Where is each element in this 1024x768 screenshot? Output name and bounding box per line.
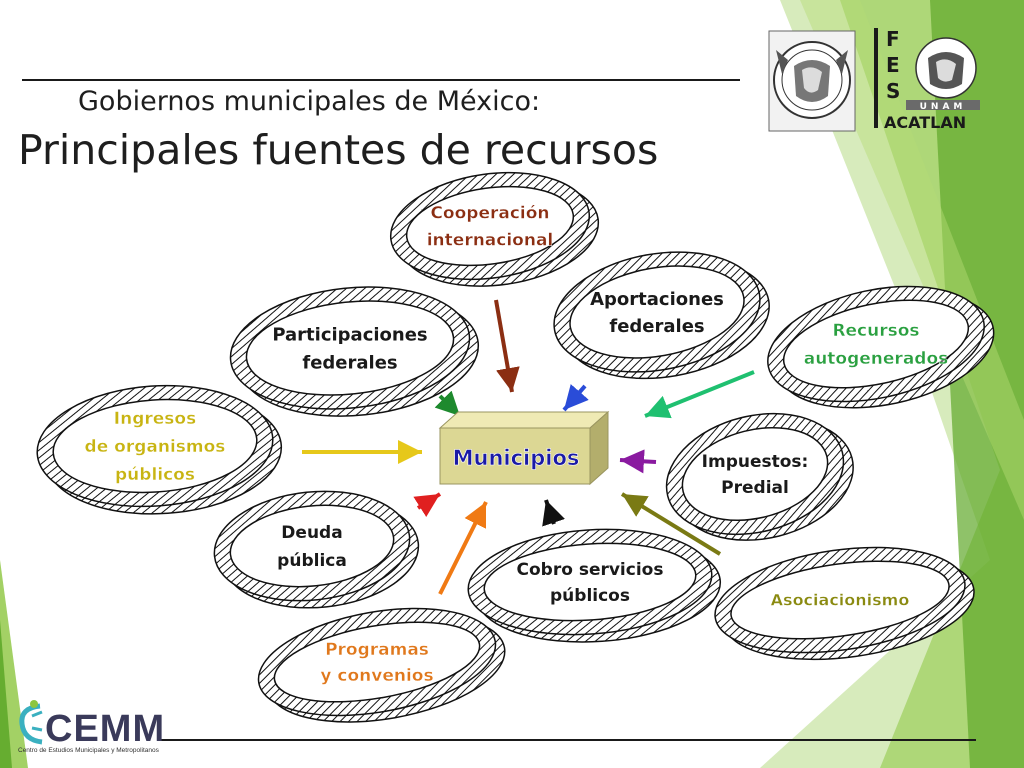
- node-inner: [229, 504, 395, 588]
- title-rule: [22, 79, 740, 81]
- node-label-impuestos: Impuestos: Predial: [702, 452, 809, 498]
- node-label-recursos: Recursos autogenerados: [804, 321, 949, 369]
- node-label-line: Recursos: [832, 321, 919, 341]
- center-node-municipios: Municipios: [438, 410, 610, 486]
- unam-label: UNAM: [920, 102, 967, 112]
- fes-letter-f: F: [886, 27, 900, 51]
- source-node-cooperacion: [389, 171, 600, 287]
- node-label-line: públicos: [115, 465, 195, 485]
- node-label-line: Cobro servicios: [517, 560, 664, 580]
- arrow-asociacionismo: [620, 492, 722, 556]
- node-label-line: Deuda: [281, 523, 342, 543]
- node-label-deuda: Deuda pública: [277, 523, 347, 571]
- node-label-line: autogenerados: [804, 349, 949, 369]
- unam-seal-logo: [768, 30, 856, 132]
- node-label-line: Cooperación: [430, 203, 549, 223]
- node-label-line: Predial: [721, 478, 789, 498]
- arrow-cobro: [542, 499, 565, 527]
- node-inner: [483, 542, 697, 622]
- source-node-participaciones: [229, 286, 480, 417]
- source-node-cobro: [467, 528, 722, 643]
- node-label-line: de organismos: [85, 437, 226, 457]
- fes-letter-s: S: [886, 79, 900, 103]
- node-inner: [681, 426, 829, 522]
- cemm-wordmark: CEMM: [45, 708, 166, 750]
- node-label-line: Asociacionismo: [771, 591, 910, 610]
- node-inner: [782, 299, 970, 389]
- arrow-impuestos: [619, 449, 657, 474]
- arrow-aportaciones: [562, 384, 589, 412]
- source-node-aportaciones: [553, 251, 770, 380]
- center-label: Municipios: [453, 446, 580, 470]
- footer-rule: [158, 739, 976, 741]
- source-node-impuestos: [665, 412, 854, 541]
- node-label-line: federales: [302, 352, 397, 373]
- node-label-line: públicos: [550, 586, 630, 606]
- node-label-cobro: Cobro servicios públicos: [517, 560, 664, 606]
- node-label-line: Programas: [325, 640, 429, 660]
- node-label-asociacionismo: Asociacionismo: [771, 591, 910, 610]
- node-label-line: federales: [609, 316, 704, 337]
- arrow-cooperacion: [494, 299, 520, 393]
- node-inner: [52, 398, 258, 494]
- source-node-recursos: [767, 285, 995, 409]
- node-label-line: Ingresos: [114, 409, 196, 429]
- fes-letter-e: E: [886, 53, 900, 77]
- cemm-symbol-icon: [19, 700, 43, 745]
- node-inner: [273, 621, 481, 703]
- node-label-cooperacion: Cooperación internacional: [427, 203, 554, 250]
- node-label-line: Impuestos:: [702, 452, 809, 472]
- arrow-deuda: [413, 492, 442, 518]
- node-inner: [730, 560, 950, 640]
- node-label-line: y convenios: [320, 666, 433, 686]
- node-label-programas: Programas y convenios: [320, 640, 433, 686]
- node-label-line: pública: [277, 551, 347, 571]
- node-inner: [405, 185, 575, 267]
- cemm-fullname: Centro de Estudios Municipales y Metropo…: [18, 747, 159, 754]
- node-label-line: Aportaciones: [590, 289, 724, 310]
- source-node-ingresos: [36, 384, 283, 515]
- node-inner: [245, 300, 455, 396]
- source-node-deuda: [213, 490, 420, 609]
- node-label-line: Participaciones: [272, 324, 427, 345]
- source-node-asociacionismo: [714, 546, 975, 661]
- node-inner: [569, 265, 745, 359]
- arrow-programas: [438, 501, 488, 595]
- slide-subtitle: Gobiernos municipales de México:: [78, 86, 541, 117]
- slide-title: Principales fuentes de recursos: [18, 126, 659, 174]
- arrow-recursos: [644, 370, 755, 419]
- acatlan-label: ACATLAN: [884, 113, 966, 132]
- node-label-participaciones: Participaciones federales: [272, 324, 427, 373]
- source-node-programas: [257, 607, 506, 723]
- node-label-line: internacional: [427, 230, 554, 250]
- fes-acatlan-logo: F E S UNAM ACATLAN: [874, 27, 980, 132]
- node-label-aportaciones: Aportaciones federales: [590, 289, 724, 337]
- center-box: [439, 427, 591, 485]
- node-label-ingresos: Ingresos de organismos públicos: [85, 409, 226, 485]
